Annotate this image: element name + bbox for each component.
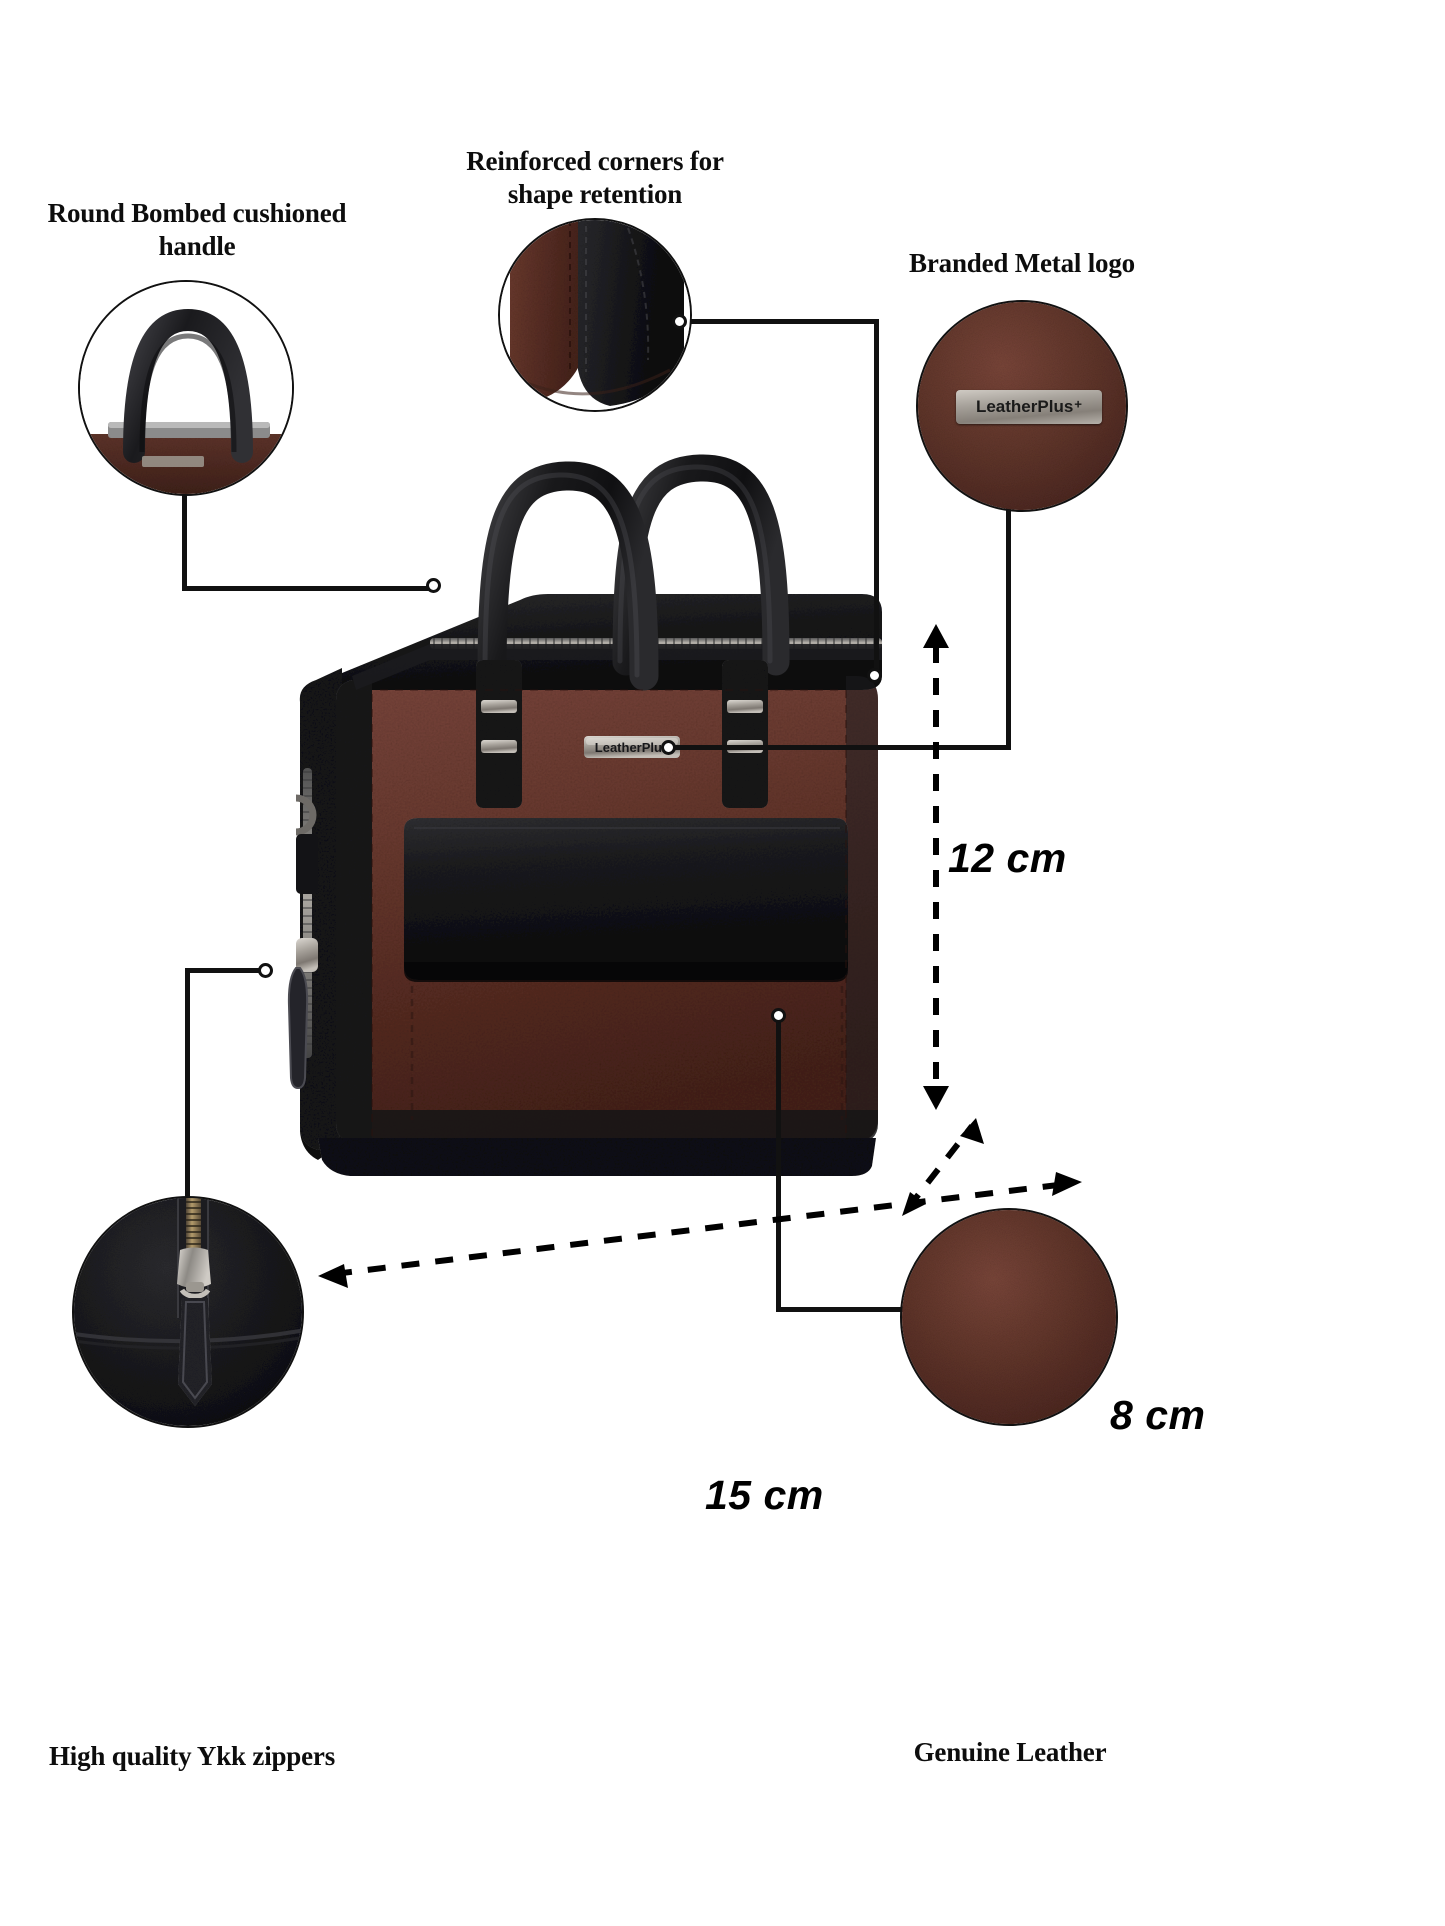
connector-line-handle-v (182, 470, 187, 590)
dim-dash-height (933, 646, 939, 1088)
connector-dot-corners-end (867, 668, 882, 683)
brand-plate-plus: + (1074, 396, 1083, 412)
detail-bubble-leather (900, 1208, 1118, 1426)
connector-line-leather-h (776, 1307, 912, 1312)
detail-bubble-logo: LeatherPlus+ (916, 300, 1128, 512)
connector-line-corners-h (679, 319, 879, 324)
callout-label-zippers: High quality Ykk zippers (48, 1741, 336, 1771)
connector-dot-logo (661, 740, 676, 755)
connector-line-handle-h (182, 586, 434, 591)
connector-line-leather-v (776, 1015, 781, 1312)
connector-line-zipper-h (185, 968, 263, 973)
callout-label-logo: Branded Metal logo (909, 248, 1135, 278)
connector-line-corners-v (874, 319, 879, 675)
connector-dot-handle (426, 578, 441, 593)
dim-arrow-height-bottom (923, 1086, 949, 1110)
dim-arrow-height-top (923, 624, 949, 648)
connector-line-logo-h (668, 745, 1011, 750)
dim-label-width: 15 cm (705, 1472, 824, 1518)
callout-label-leather: Genuine Leather (913, 1737, 1107, 1767)
detail-bubble-handle (78, 280, 294, 496)
connector-dot-corners (672, 314, 687, 329)
brand-plate-text: LeatherPlus (975, 397, 1074, 416)
connector-line-zipper-v (185, 968, 190, 1230)
detail-bubble-zipper (72, 1196, 304, 1428)
brand-plate-detail: LeatherPlus+ (956, 390, 1102, 424)
dim-width-group (318, 1172, 1082, 1288)
connector-dot-leather (771, 1008, 786, 1023)
dim-label-depth: 8 cm (1110, 1392, 1206, 1438)
callout-label-corners: Reinforced corners for shape retention (466, 146, 724, 209)
callout-label-handle: Round Bombed cushioned handle (47, 198, 347, 261)
dim-label-height: 12 cm (948, 835, 1067, 881)
svg-text:LeatherPlus: LeatherPlus (595, 740, 669, 755)
detail-bubble-corners (498, 218, 692, 412)
connector-line-logo-v (1006, 506, 1011, 748)
connector-dot-zipper (258, 963, 273, 978)
